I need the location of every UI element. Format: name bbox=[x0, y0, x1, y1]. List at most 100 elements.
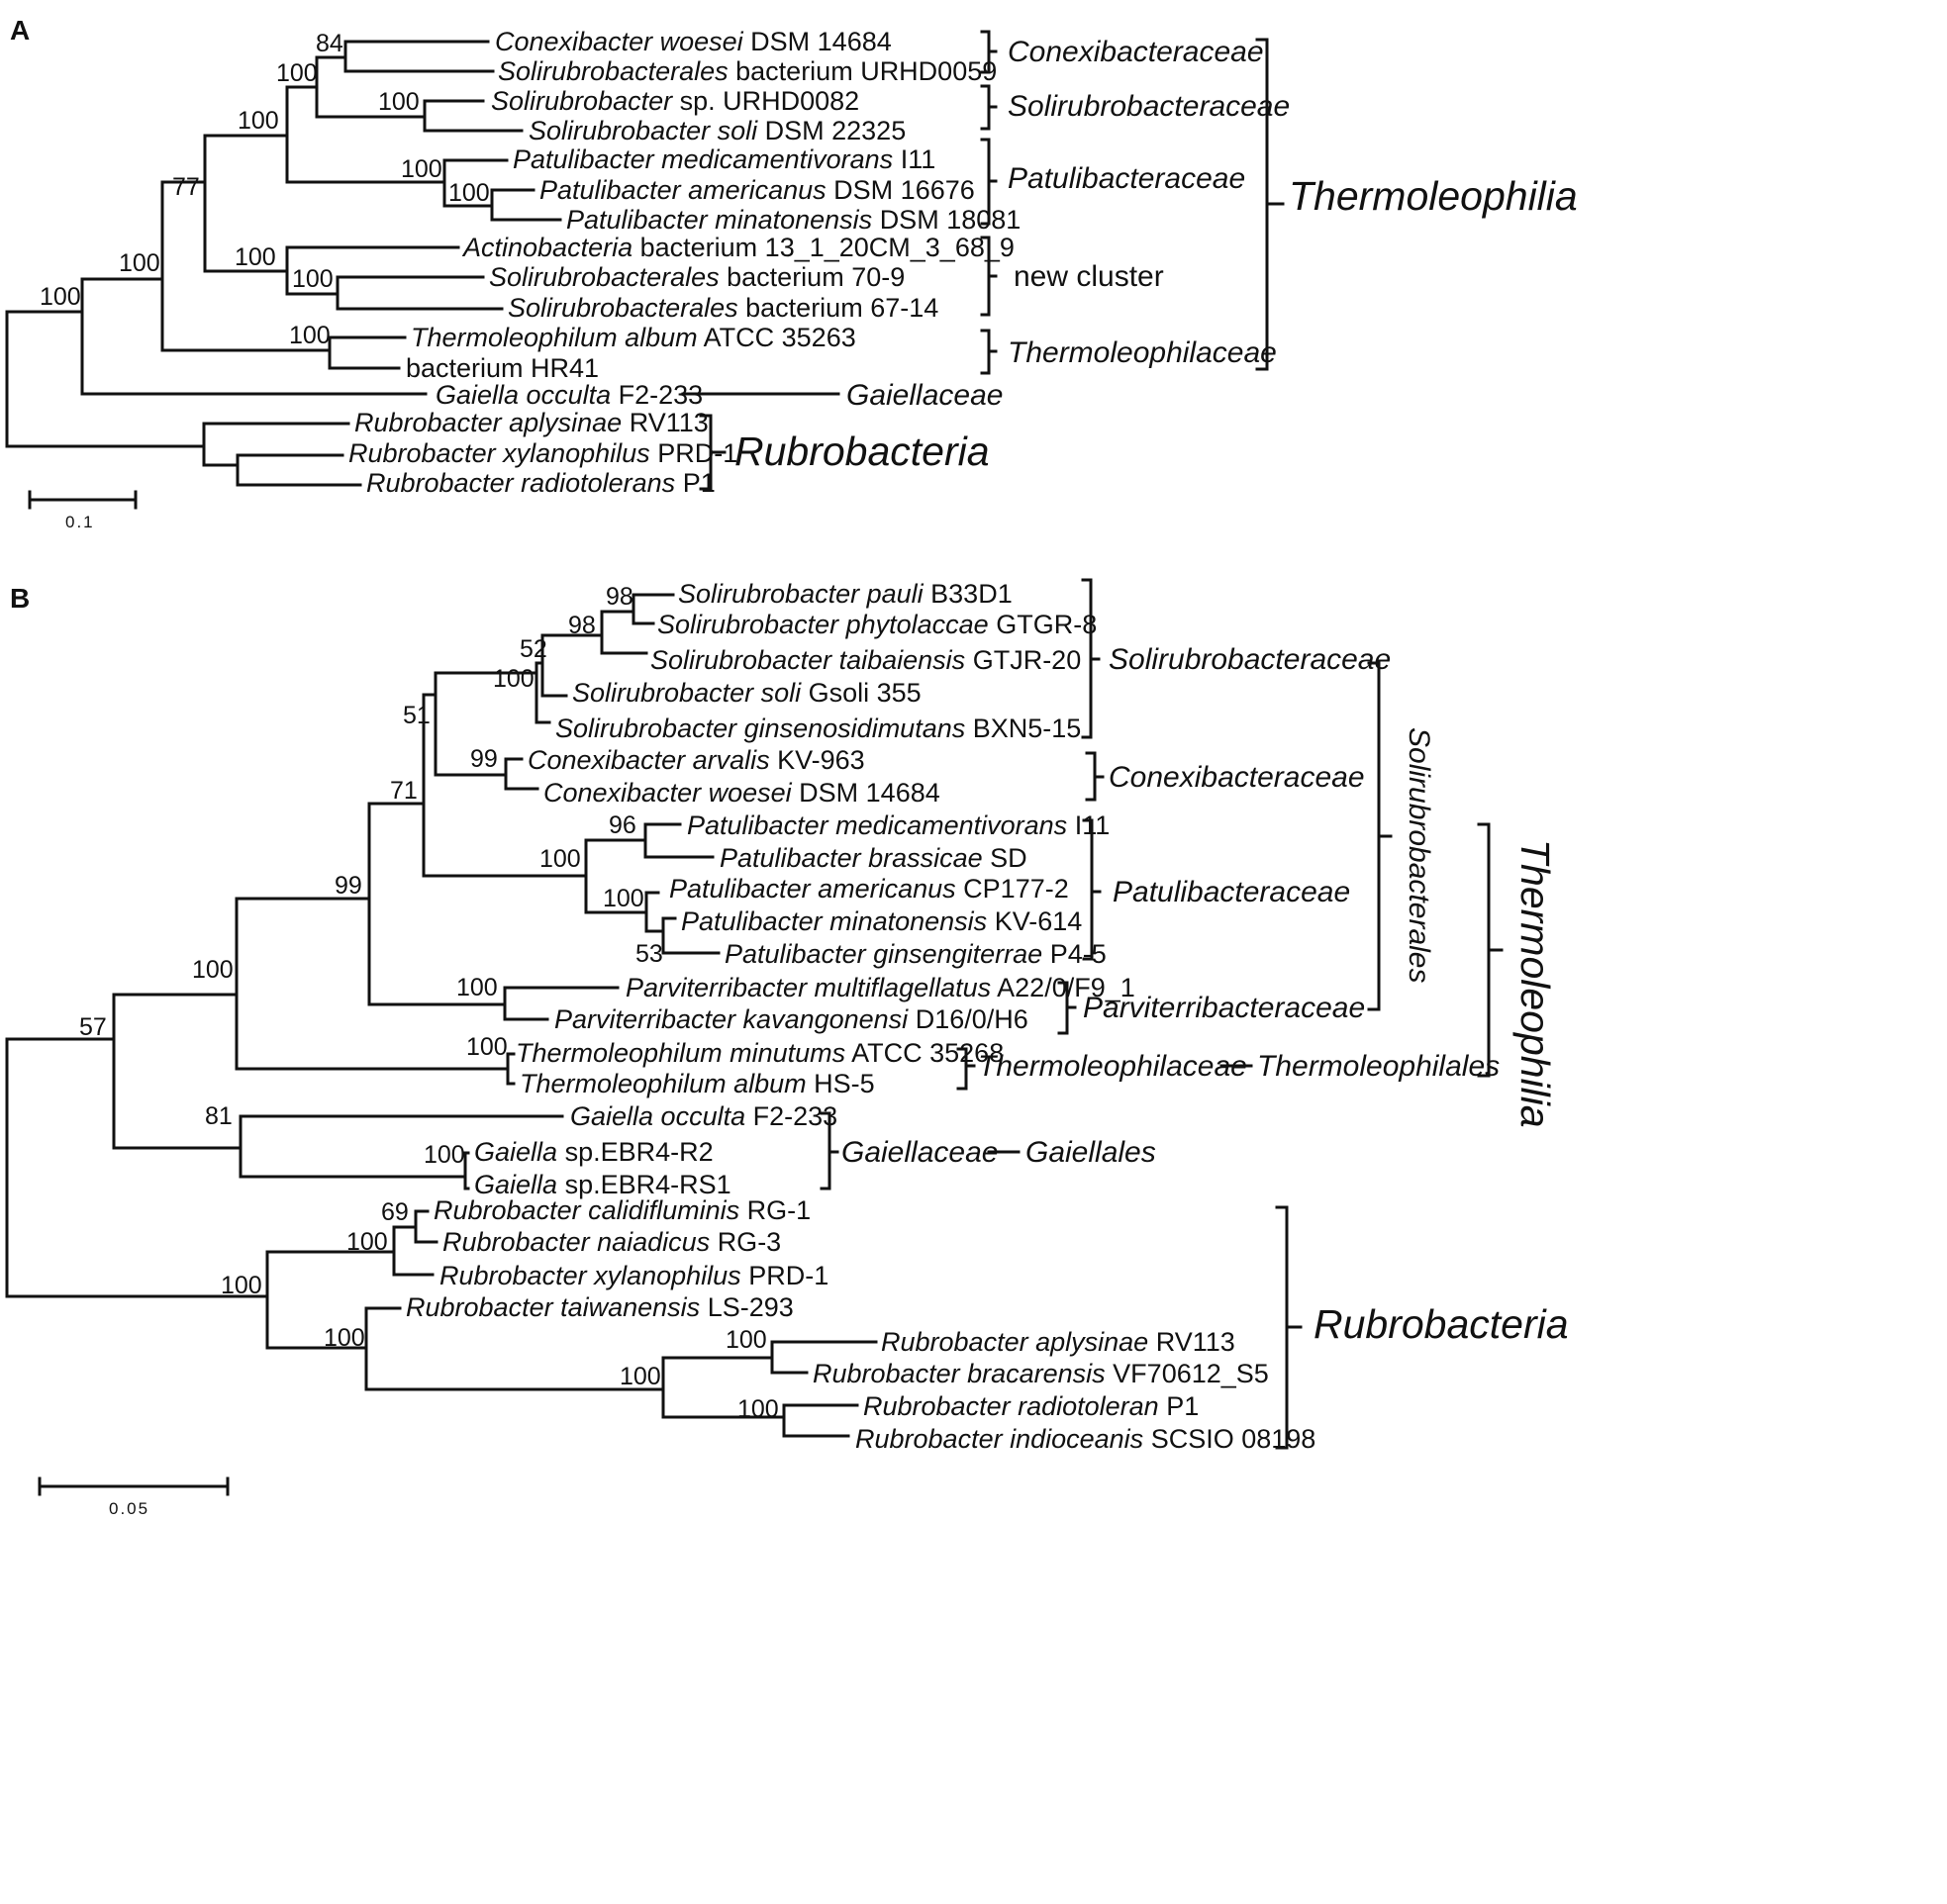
taxon-a-9: Solirubrobacterales bacterium 67-14 bbox=[508, 293, 938, 323]
scale-bar-a bbox=[28, 490, 138, 510]
taxon-a-12: Gaiella occulta F2-233 bbox=[436, 380, 703, 410]
taxon-b-15: Thermoleophilum album HS-5 bbox=[520, 1069, 875, 1098]
family-a-5: Gaiellaceae bbox=[846, 379, 1003, 412]
taxon-a-13: Rubrobacter aplysinae RV113 bbox=[354, 408, 709, 437]
taxon-a-2: Solirubrobacter sp. URHD0082 bbox=[491, 86, 859, 116]
bootstrap-b-14: 57 bbox=[79, 1013, 107, 1041]
taxon-b-4: Solirubrobacter ginsenosidimutans BXN5-1… bbox=[555, 714, 1081, 743]
taxon-a-4: Patulibacter medicamentivorans I11 bbox=[513, 144, 935, 174]
taxon-a-14: Rubrobacter xylanophilus PRD-1 bbox=[348, 438, 737, 468]
tree-branches-b bbox=[5, 593, 1253, 1438]
taxon-b-7: Patulibacter medicamentivorans I11 bbox=[687, 810, 1110, 840]
taxon-a-11: bacterium HR41 bbox=[406, 353, 599, 383]
taxon-b-18: Gaiella sp.EBR4-RS1 bbox=[474, 1170, 731, 1199]
family-b-3: Parviterribacteraceae bbox=[1083, 992, 1365, 1024]
bootstrap-b-18: 69 bbox=[381, 1198, 409, 1226]
taxon-b-26: Rubrobacter indioceanis SCSIO 08198 bbox=[855, 1424, 1315, 1454]
taxon-a-8: Solirubrobacterales bacterium 70-9 bbox=[489, 262, 905, 292]
taxon-b-11: Patulibacter ginsengiterrae P4-5 bbox=[725, 939, 1107, 969]
bootstrap-a-0: 84 bbox=[316, 30, 343, 57]
bootstrap-a-10: 100 bbox=[40, 283, 81, 311]
class-a-0: Thermoleophilia bbox=[1289, 173, 1578, 219]
class-b-1: Rubrobacteria bbox=[1314, 1301, 1569, 1347]
bootstrap-a-8: 100 bbox=[119, 249, 160, 277]
panel-a-label: A bbox=[10, 15, 30, 46]
taxon-b-0: Solirubrobacter pauli B33D1 bbox=[678, 579, 1013, 609]
bootstrap-b-12: 100 bbox=[456, 974, 498, 1001]
bootstrap-b-23: 100 bbox=[620, 1363, 661, 1390]
bootstrap-b-7: 96 bbox=[609, 811, 636, 839]
bootstrap-a-5: 77 bbox=[172, 173, 200, 201]
class-a-1: Rubrobacteria bbox=[734, 428, 990, 474]
bootstrap-b-19: 100 bbox=[346, 1228, 388, 1256]
order-b-2: Gaiellales bbox=[1025, 1136, 1156, 1169]
taxon-a-5: Patulibacter americanus DSM 16676 bbox=[539, 175, 975, 205]
taxon-b-25: Rubrobacter radiotoleran P1 bbox=[863, 1391, 1199, 1421]
taxon-b-13: Parviterribacter kavangonensi D16/0/H6 bbox=[554, 1004, 1028, 1034]
order-b-0: Solirubrobacterales bbox=[1403, 727, 1435, 983]
bootstrap-b-2: 52 bbox=[520, 635, 547, 663]
scale-bar-b bbox=[38, 1476, 230, 1496]
bootstrap-b-16: 81 bbox=[205, 1102, 233, 1130]
taxon-a-0: Conexibacter woesei DSM 14684 bbox=[495, 27, 892, 56]
bootstrap-b-11: 99 bbox=[335, 872, 362, 900]
bootstrap-a-9: 100 bbox=[292, 265, 334, 293]
bootstrap-b-3: 100 bbox=[493, 665, 535, 693]
taxon-b-10: Patulibacter minatonensis KV-614 bbox=[681, 906, 1082, 936]
taxon-b-16: Gaiella occulta F2-233 bbox=[570, 1101, 837, 1131]
taxon-a-15: Rubrobacter radiotolerans P1 bbox=[366, 468, 716, 498]
scale-label-a: 0.1 bbox=[65, 513, 95, 531]
taxon-b-12: Parviterribacter multiflagellatus A22/0/… bbox=[626, 973, 1135, 1002]
taxon-b-3: Solirubrobacter soli Gsoli 355 bbox=[572, 678, 922, 708]
bootstrap-b-4: 51 bbox=[403, 702, 431, 729]
brackets-a bbox=[699, 30, 1285, 491]
bootstrap-b-20: 100 bbox=[221, 1272, 262, 1299]
bootstrap-b-10: 53 bbox=[635, 940, 663, 968]
taxon-a-6: Patulibacter minatonensis DSM 18081 bbox=[566, 205, 1021, 235]
taxon-b-8: Patulibacter brassicae SD bbox=[720, 843, 1027, 873]
panel-b-label: B bbox=[10, 583, 30, 614]
tree-branches-a bbox=[5, 40, 840, 487]
bootstrap-b-8: 100 bbox=[539, 845, 581, 873]
family-b-4: Thermoleophilaceae bbox=[978, 1050, 1247, 1083]
bootstrap-b-5: 99 bbox=[470, 745, 498, 773]
bootstrap-a-2: 100 bbox=[378, 88, 420, 116]
bootstrap-b-22: 100 bbox=[726, 1326, 767, 1354]
taxon-a-10: Thermoleophilum album ATCC 35263 bbox=[411, 323, 856, 352]
bootstrap-b-9: 100 bbox=[603, 885, 644, 912]
bootstrap-a-11: 100 bbox=[289, 322, 331, 349]
taxon-b-21: Rubrobacter xylanophilus PRD-1 bbox=[439, 1261, 828, 1290]
taxon-a-7: Actinobacteria bacterium 13_1_20CM_3_68_… bbox=[461, 233, 1015, 262]
bootstrap-a-3: 100 bbox=[238, 107, 279, 135]
taxon-b-17: Gaiella sp.EBR4-R2 bbox=[474, 1137, 714, 1167]
family-b-5: Gaiellaceae bbox=[841, 1136, 998, 1169]
bootstrap-b-17: 100 bbox=[424, 1141, 465, 1169]
taxon-b-6: Conexibacter woesei DSM 14684 bbox=[543, 778, 940, 808]
taxon-a-3: Solirubrobacter soli DSM 22325 bbox=[529, 116, 906, 145]
bootstrap-b-15: 100 bbox=[192, 956, 234, 984]
family-a-0: Conexibacteraceae bbox=[1008, 36, 1264, 68]
taxon-b-20: Rubrobacter naiadicus RG-3 bbox=[442, 1227, 781, 1257]
taxon-b-1: Solirubrobacter phytolaccae GTGR-8 bbox=[657, 610, 1097, 639]
bootstrap-b-21: 100 bbox=[324, 1324, 365, 1352]
bootstrap-a-1: 100 bbox=[276, 59, 318, 87]
taxon-b-22: Rubrobacter taiwanensis LS-293 bbox=[406, 1292, 794, 1322]
bootstrap-a-6: 100 bbox=[448, 179, 490, 207]
panel-a: A 84 100 100 100 100 77 100 100 100 100 … bbox=[5, 15, 1578, 531]
family-b-0: Solirubrobacteraceae bbox=[1109, 643, 1391, 676]
taxon-b-19: Rubrobacter calidifluminis RG-1 bbox=[434, 1195, 811, 1225]
bootstrap-b-24: 100 bbox=[737, 1395, 779, 1423]
taxon-b-2: Solirubrobacter taibaiensis GTJR-20 bbox=[650, 645, 1081, 675]
scale-label-b: 0.05 bbox=[109, 1499, 149, 1518]
bootstrap-a-7: 100 bbox=[235, 243, 276, 271]
bootstrap-b-1: 98 bbox=[568, 612, 596, 639]
brackets-b bbox=[820, 578, 1504, 1450]
family-a-4: Thermoleophilaceae bbox=[1008, 336, 1277, 369]
class-b-0: Thermoleophilia bbox=[1512, 839, 1558, 1128]
taxon-b-9: Patulibacter americanus CP177-2 bbox=[669, 874, 1069, 904]
bootstrap-b-13: 100 bbox=[466, 1033, 508, 1061]
family-a-2: Patulibacteraceae bbox=[1008, 162, 1245, 195]
family-b-2: Patulibacteraceae bbox=[1113, 876, 1350, 908]
order-b-1: Thermoleophilales bbox=[1257, 1050, 1500, 1083]
